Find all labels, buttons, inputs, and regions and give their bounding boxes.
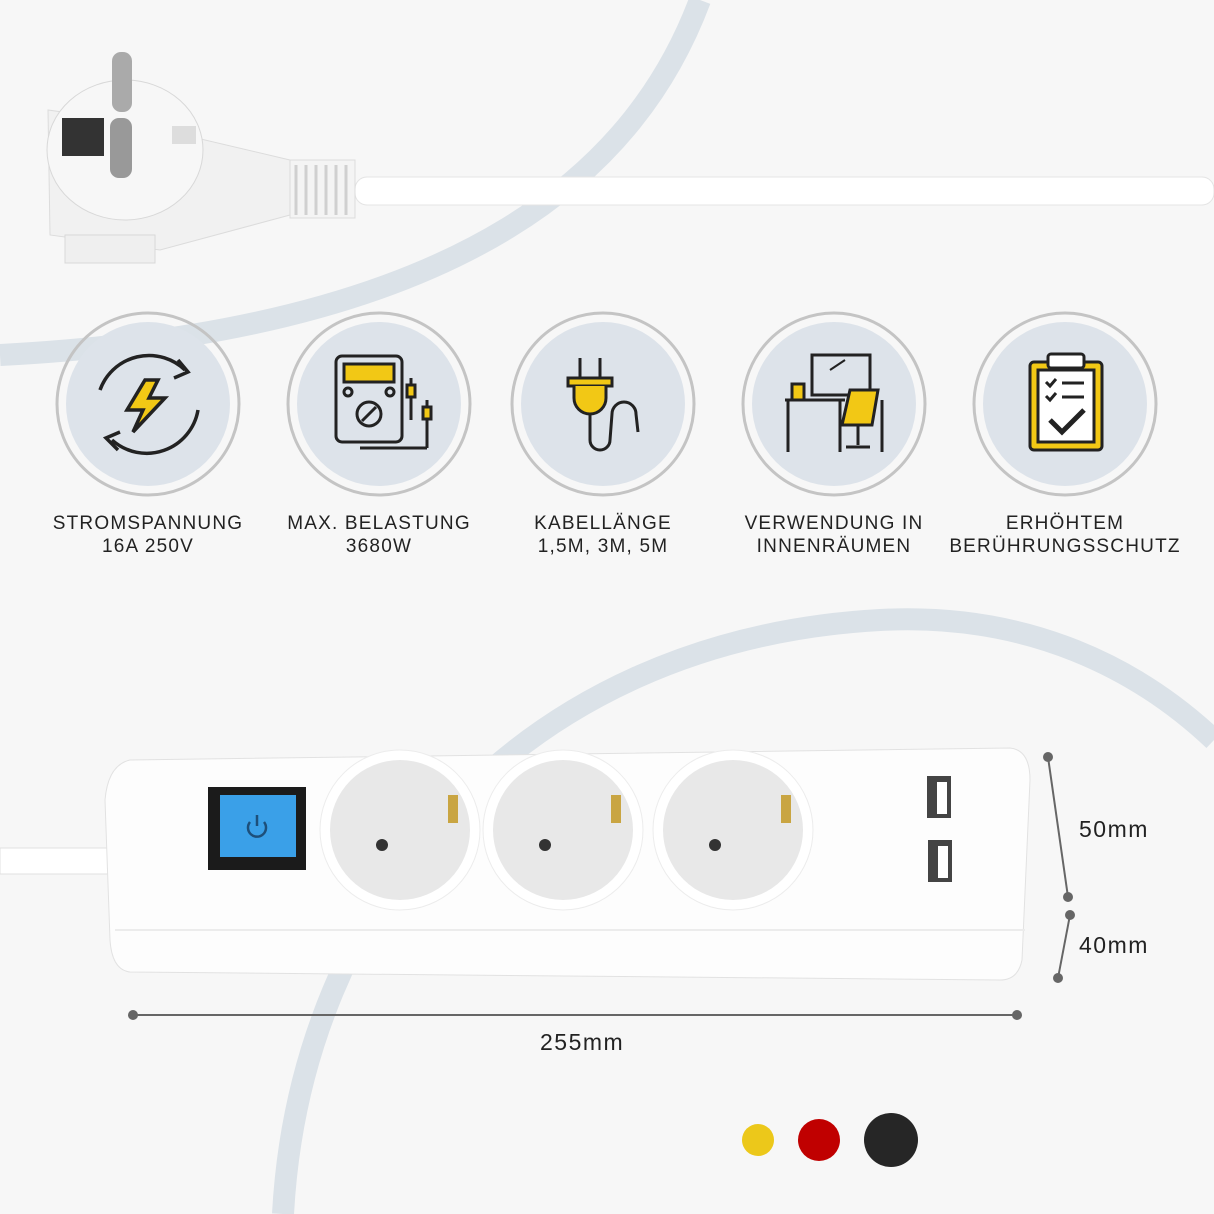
feature-title: STROMSPANNUNG (52, 513, 244, 534)
color-swatch-red[interactable] (798, 1119, 840, 1161)
color-swatch-black[interactable] (864, 1113, 918, 1167)
color-swatch-yellow[interactable] (742, 1124, 774, 1156)
feature-value: 16A 250V (101, 536, 194, 557)
feature-circles (55, 311, 1158, 497)
clipboard-check-icon (1028, 352, 1104, 452)
power-strip (0, 747, 1031, 981)
power-icon (246, 815, 268, 838)
indoor-desk-icon (785, 353, 884, 452)
feature-title: VERWENDUNG IN (744, 513, 924, 534)
usb-port (927, 776, 951, 818)
usb-port (928, 840, 952, 882)
width-label: 50mm (1079, 816, 1149, 842)
height-label: 40mm (1079, 932, 1149, 958)
socket (319, 749, 814, 911)
feature-title: MAX. BELASTUNG (287, 513, 471, 534)
feature-value: 3680W (345, 536, 413, 557)
feature-value: BERÜHRUNGSSCHUTZ (949, 536, 1181, 557)
schuko-plug (46, 52, 1214, 264)
multimeter-icon (334, 354, 433, 450)
decorative-arc (272, 608, 1214, 1214)
dimension-lines (128, 752, 1075, 1020)
feature-value: INNENRÄUMEN (756, 536, 912, 557)
voltage-cycle-icon (98, 353, 200, 455)
feature-value: 1,5M, 3M, 5M (537, 536, 669, 557)
length-label: 255mm (540, 1029, 625, 1055)
feature-title: ERHÖHTEM (1005, 513, 1125, 534)
feature-title: KABELLÄNGE (534, 513, 672, 534)
plug-cable-icon (566, 358, 640, 452)
